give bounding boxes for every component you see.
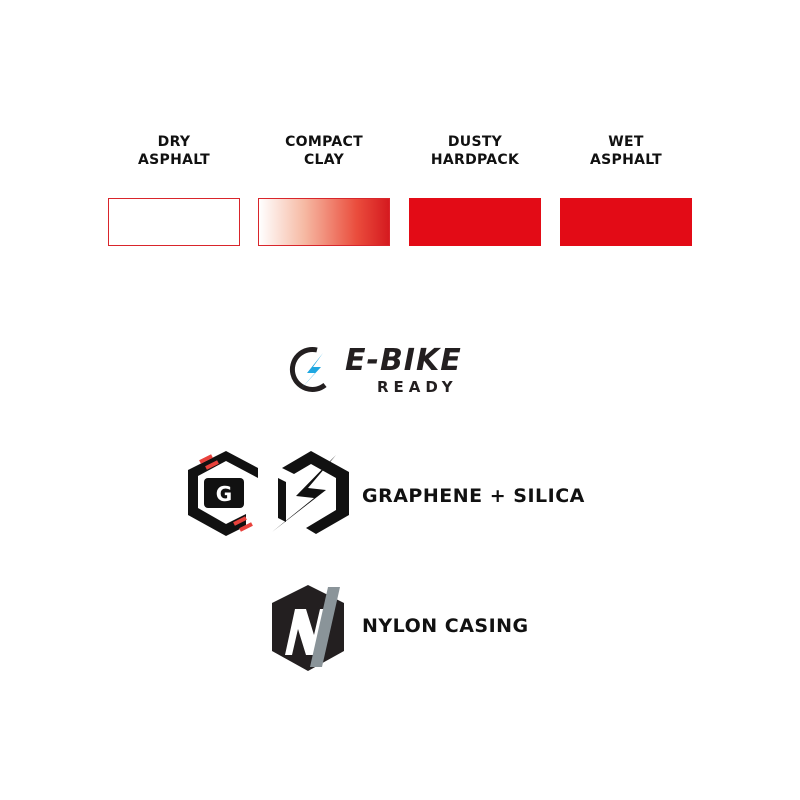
performance-swatch-dusty-hardpack [409,198,541,246]
nylon-casing-icon [272,585,344,671]
performance-swatch-dry-asphalt [108,198,240,246]
label-line: COMPACT [285,134,363,150]
label-line: CLAY [303,152,345,168]
label-line: DUSTY [447,134,503,150]
surface-label-dry-asphalt: DRY ASPHALT [94,133,254,169]
surface-label-dusty-hardpack: DUSTY HARDPACK [395,133,555,169]
feature-graphene-silica: GRAPHENE + SILICA [362,485,585,507]
label-line: ASPHALT [590,152,662,168]
surface-label-compact-clay: COMPACT CLAY [244,133,404,169]
graphene-letter: G [216,482,232,506]
surface-label-wet-asphalt: WET ASPHALT [546,133,706,169]
graphene-silica-icon: G [188,451,349,536]
ebike-subtitle: READY [377,378,458,396]
label-line: DRY [157,134,191,150]
ebike-bolt-icon [289,346,327,392]
feature-nylon-casing: NYLON CASING [362,615,529,637]
ebike-title: E-BIKE [345,343,462,378]
label-line: ASPHALT [138,152,210,168]
label-line: WET [608,134,644,150]
performance-swatch-compact-clay [258,198,390,246]
performance-swatch-wet-asphalt [560,198,692,246]
label-line: HARDPACK [430,152,520,168]
